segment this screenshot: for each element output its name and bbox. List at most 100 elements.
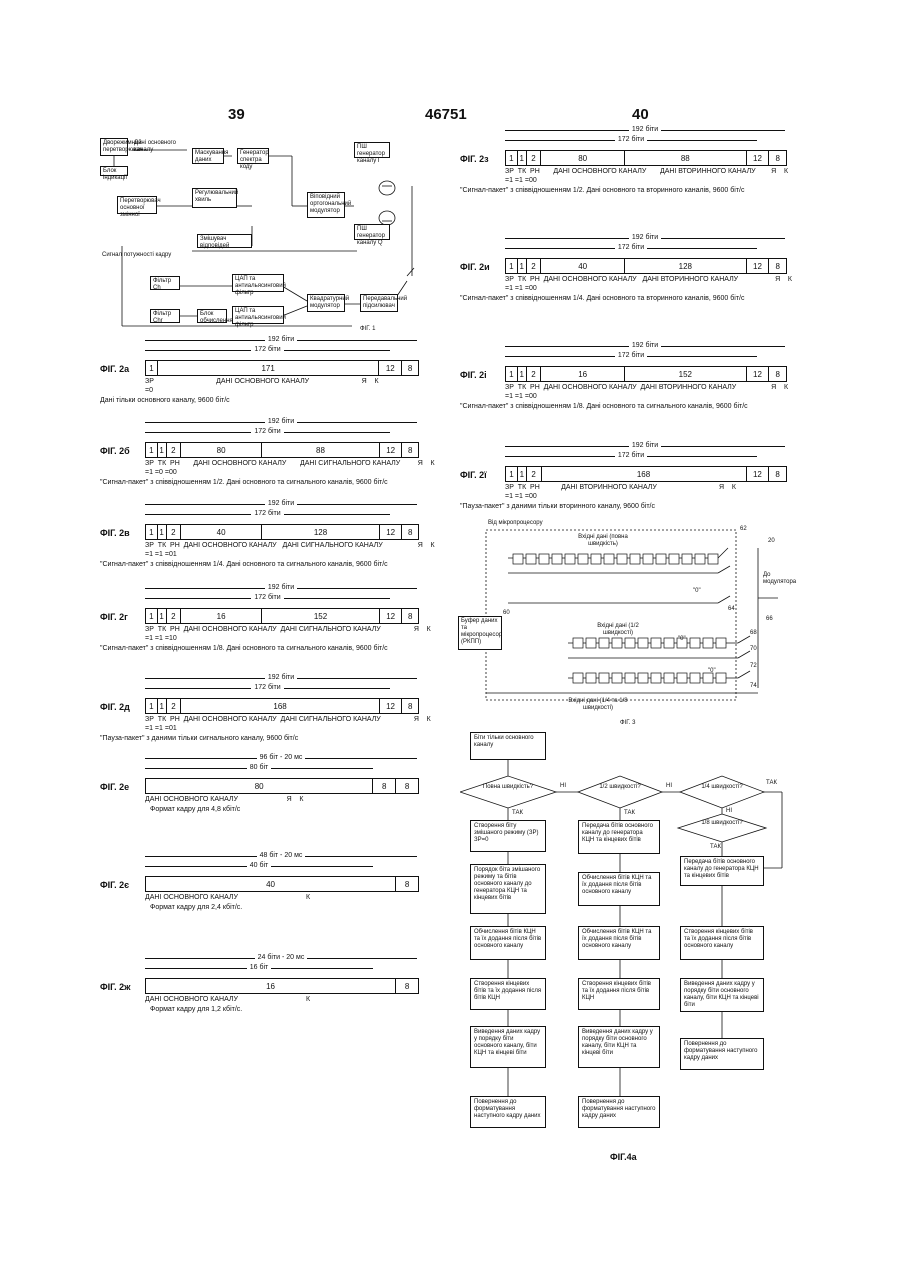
figure-3-wires	[458, 518, 788, 718]
frame-field: 8	[769, 151, 786, 165]
frame-field: 1	[518, 259, 527, 273]
label-yes-4: ТАК	[710, 844, 721, 851]
frame-field: 168	[542, 467, 747, 481]
shift-register-cell	[612, 638, 622, 648]
shift-register-cell	[695, 554, 705, 564]
bit-count-total: 192 біти	[629, 442, 661, 449]
field-values: =1 =1 =01	[145, 550, 177, 559]
field-values: =1 =1 =00	[505, 392, 537, 401]
flow-c2-3: Обчислення бітів КЦН та їх додання після…	[578, 926, 660, 960]
decision-quarter-rate: 1/4 швидкості?	[694, 784, 750, 791]
flow-c1-6: Повернення до форматування наступного ка…	[470, 1096, 546, 1128]
flow-c2-4: Створення кінцевих бітів та їх додання п…	[578, 978, 660, 1010]
frame-field: 1	[506, 467, 518, 481]
shift-register-cell	[690, 673, 700, 683]
frame-field: 8	[396, 979, 418, 993]
block-pn-q: ПШ генератор каналу Q	[354, 224, 390, 240]
shift-register-cell	[643, 554, 653, 564]
frame-structure: 8088	[145, 778, 419, 794]
shift-register-cell	[513, 554, 523, 564]
frame-field: 1	[146, 361, 158, 375]
frame-field: 8	[396, 877, 418, 891]
frame-caption: Дані тільки основного каналу, 9600 біт/с	[100, 396, 422, 405]
switch-zero-3: "0"	[708, 668, 716, 675]
bit-count-payload: 40 біт	[247, 862, 272, 869]
bit-count-total: 24 біти - 20 мс	[255, 954, 308, 961]
frame-caption: Формат кадру для 4,8 кбіт/с	[150, 805, 472, 814]
bit-span-total: 24 біти - 20 мс	[145, 958, 417, 967]
frame-caption: "Сигнал-пакет" з співвідношенням 1/2. Да…	[100, 478, 422, 487]
shift-register-cell	[599, 638, 609, 648]
decision-full-rate: Повна швидкість?	[478, 784, 538, 791]
frame-field: 1	[506, 151, 518, 165]
figure-4a-flowchart: Біти тільки основного каналу Повна швидк…	[460, 728, 800, 1158]
shift-register-cell	[682, 554, 692, 564]
frame-field: 1	[158, 443, 167, 457]
frame-structure: 11216152128	[145, 608, 419, 624]
figure-1-diagram: Дворежимний перетворювач Блок індикації …	[92, 126, 422, 338]
bit-span-payload: 172 біти	[505, 140, 757, 149]
frame-field: 12	[380, 699, 403, 713]
frame-structure: 112168128	[145, 698, 419, 714]
frame-field: 16	[541, 367, 625, 381]
bit-count-total: 192 біти	[629, 234, 661, 241]
figure-1-caption: ФІГ. 1	[360, 326, 375, 333]
flow-c3-1: Передача бітів основного каналу до генер…	[680, 856, 764, 886]
shift-register-cell	[638, 638, 648, 648]
block-indicator: Блок індикації	[100, 166, 128, 176]
bit-count-total: 192 біти	[265, 336, 297, 343]
shift-register-cell	[638, 673, 648, 683]
label-power-signal: Сигнал потужностi кадру	[102, 252, 222, 259]
bit-span-payload: 80 біт	[145, 768, 373, 777]
frame-field: 8	[402, 699, 418, 713]
frame-field: 168	[181, 699, 379, 713]
flow-c1-1: Створення біту змішаного режиму (ЗР) ЗР=…	[470, 820, 546, 852]
frame-field: 16	[146, 979, 396, 993]
shift-register-cell	[526, 554, 536, 564]
ref-74: 74	[750, 683, 757, 690]
frame-field: 1	[518, 151, 527, 165]
frame-field: 8	[402, 609, 418, 623]
bit-count-payload: 172 біти	[251, 346, 283, 353]
flow-c1-4: Створення кінцевих бітів та їх додання п…	[470, 978, 546, 1010]
field-labels: ЗР ТК РН ДАНІ ОСНОВНОГО КАНАЛУ ДАНІ ВТОР…	[505, 383, 788, 392]
bit-count-payload: 172 біти	[615, 452, 647, 459]
figure-label: ФІГ. 2б	[100, 446, 130, 456]
frame-field: 12	[380, 609, 402, 623]
figure-label: ФІГ. 2є	[100, 880, 129, 890]
flow-c1-2: Порядок біта змішаного режиму та бітів о…	[470, 864, 546, 914]
frame-field: 12	[380, 443, 402, 457]
frame-field: 40	[146, 877, 396, 891]
field-values: =1 =1 =00	[505, 176, 537, 185]
frame-field: 128	[625, 259, 747, 273]
block-data-buffer: Буфер даних та мікропроцесор (РКПП)	[458, 616, 502, 650]
shift-register-cell	[578, 554, 588, 564]
page-number-right: 40	[632, 106, 649, 123]
frame-field: 12	[747, 259, 770, 273]
field-labels: ДАНІ ОСНОВНОГО КАНАЛУ Я К	[145, 795, 304, 804]
frame-field: 12	[747, 467, 770, 481]
bit-span-payload: 172 біти	[145, 350, 390, 359]
bit-span-payload: 172 біти	[505, 456, 757, 465]
frame-field: 2	[167, 525, 182, 539]
frame-caption: "Сигнал-пакет" з співвідношенням 1/4. Да…	[460, 294, 790, 303]
figure-label: ФІГ. 2в	[100, 528, 130, 538]
frame-field: 12	[747, 367, 770, 381]
frame-field: 8	[769, 367, 786, 381]
frame-structure: 168	[145, 978, 419, 994]
frame-field: 1	[506, 259, 518, 273]
frame-caption: Формат кадру для 1,2 кбіт/с.	[150, 1005, 472, 1014]
figure-label: ФІГ. 2д	[100, 702, 130, 712]
bit-span-payload: 172 біти	[145, 514, 390, 523]
bit-count-total: 192 біти	[265, 674, 297, 681]
block-dual-mode: Дворежимний перетворювач	[100, 138, 128, 156]
bit-count-total: 96 біт - 20 мс	[257, 754, 306, 761]
label-half-rate-input: Вхідні дані (1/2 швидкості)	[583, 623, 653, 637]
bit-span-payload: 172 біти	[145, 688, 390, 697]
frame-field: 1	[146, 443, 158, 457]
shift-register-cell	[651, 673, 661, 683]
shift-register-cell	[664, 673, 674, 683]
bit-span-payload: 40 біт	[145, 866, 373, 875]
frame-field: 80	[541, 151, 625, 165]
frame-field: 171	[158, 361, 380, 375]
